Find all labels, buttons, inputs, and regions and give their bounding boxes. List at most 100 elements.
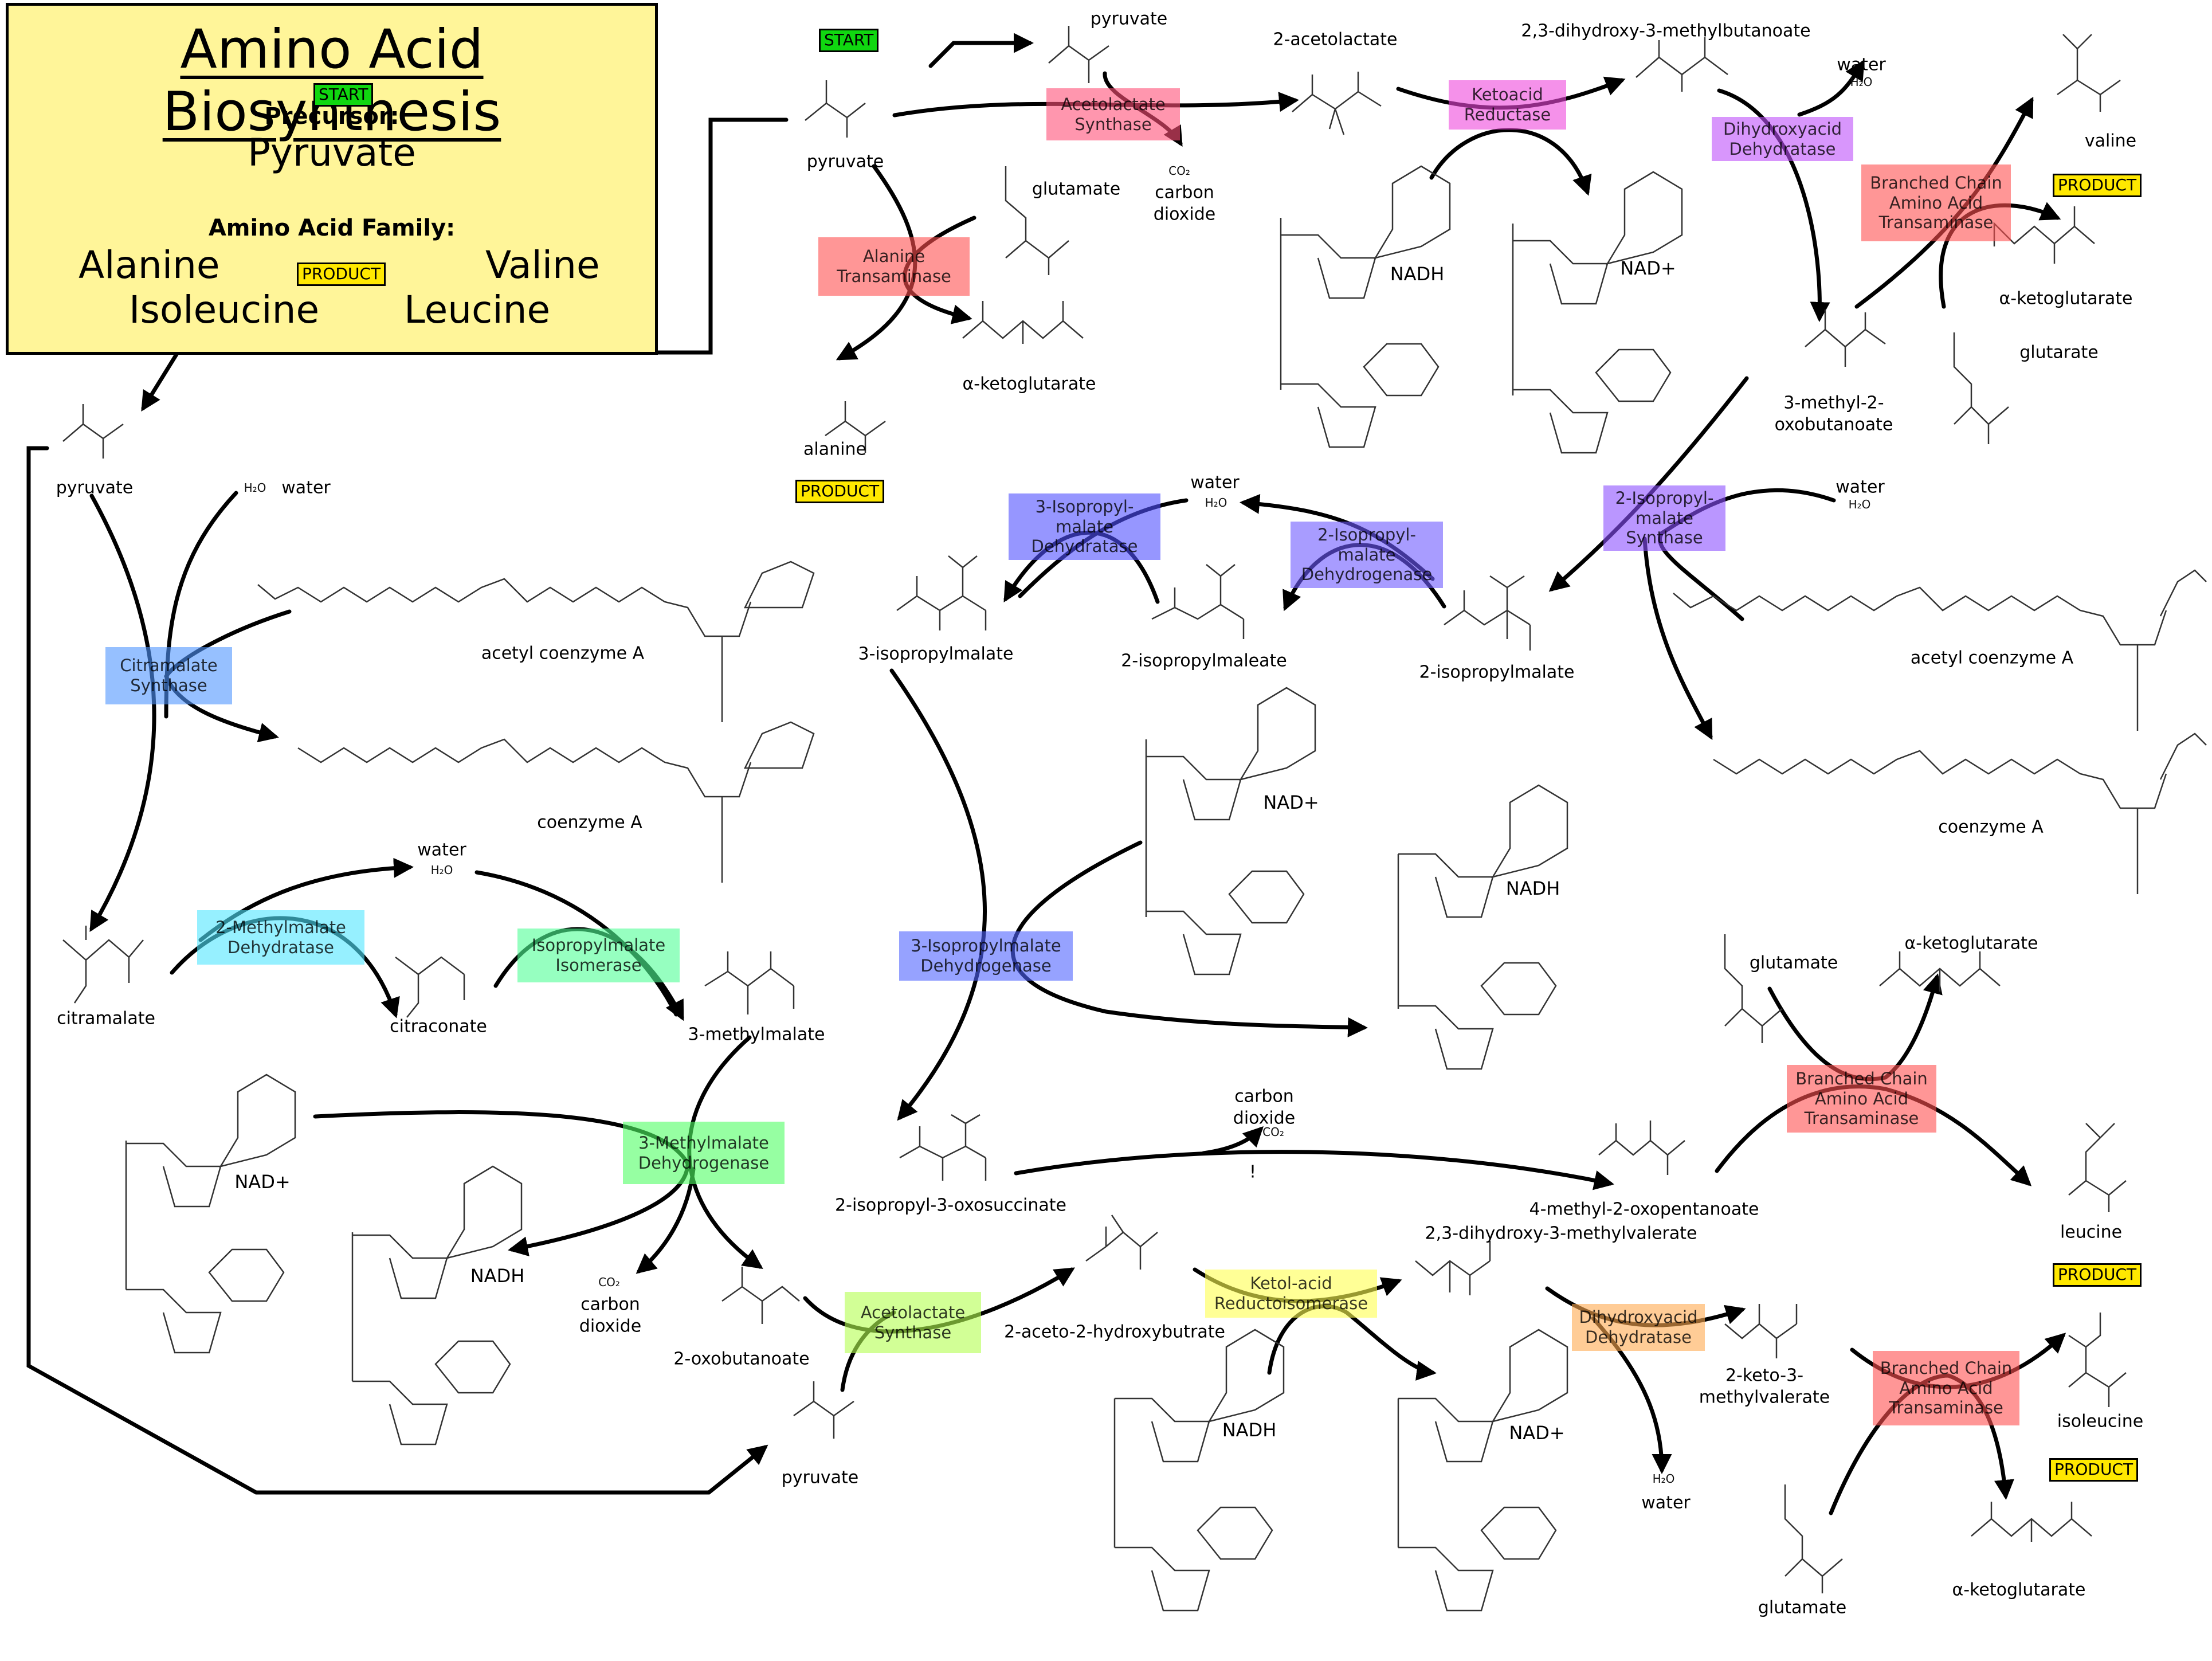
structure-akg-leucine: [1879, 951, 2001, 992]
formula-co2-top: CO₂: [1168, 164, 1190, 178]
product-badge-alanine: PRODUCT: [795, 480, 885, 503]
enzyme-acetolactate-synthase-bottom[interactable]: Acetolactate Synthase: [845, 1292, 981, 1353]
structure-isoleucine: [2068, 1313, 2127, 1407]
compound-pyruvate-left: pyruvate: [56, 477, 134, 498]
compound-carbon-dioxide-left: carbon dioxide: [579, 1294, 642, 1337]
enzyme-bcat-isoleucine[interactable]: Branched Chain Amino Acid Transaminase: [1873, 1351, 2019, 1425]
product-badge-leucine: PRODUCT: [2053, 1263, 2142, 1287]
arrow-oxosuccinate-co2: [1201, 1126, 1264, 1155]
enzyme-acetolactate-synthase-top[interactable]: Acetolactate Synthase: [1046, 88, 1180, 140]
compound-isoleucine: isoleucine: [2057, 1411, 2144, 1432]
structure-coa-right: [1713, 732, 2207, 894]
enzyme-2-methylmalate-dehydratase[interactable]: 2-Methylmalate Dehydratase: [197, 910, 364, 965]
formula-h2o-methylmalate: H₂O: [430, 863, 453, 877]
arrow-start-to-pyruvate: [928, 33, 1034, 68]
compound-citraconate: citraconate: [390, 1016, 487, 1037]
arrow-pyruvate-to-citramalate: [89, 493, 156, 933]
compound-alpha-kg-leucine: α-ketoglutarate: [1904, 933, 2038, 954]
structure-nad-top: [1512, 171, 1683, 454]
structure-nad-bottom: [1397, 1329, 1568, 1612]
enzyme-bcat-leucine[interactable]: Branched Chain Amino Acid Transaminase: [1787, 1065, 1936, 1133]
legend-family-isoleucine: Isoleucine: [129, 288, 320, 332]
enzyme-dihydroxyacid-dehydratase-top[interactable]: Dihydroxyacid Dehydratase: [1712, 117, 1853, 161]
enzyme-dihydroxyacid-dehydratase-bottom[interactable]: Dihydroxyacid Dehydratase: [1572, 1304, 1705, 1351]
connector-left-to-bottom-pyruvate: [26, 446, 768, 1495]
enzyme-ketoacid-reductase[interactable]: Ketoacid Reductase: [1449, 80, 1566, 130]
legend-family-valine: Valine: [485, 243, 600, 287]
compound-alanine: alanine: [803, 439, 866, 460]
arrow-dihydroxy-to-methyloxobutanoate: [1717, 88, 1830, 322]
enzyme-isopropylmalate-synthase[interactable]: 2-Isopropyl- malate Synthase: [1603, 485, 1725, 551]
compound-nad-top: NAD+: [1620, 257, 1676, 279]
compound-dihydroxy-methylvalerate: 2,3-dihydroxy-3-methylvalerate: [1425, 1223, 1697, 1244]
enzyme-3-methylmalate-dehydrogenase[interactable]: 3-Methylmalate Dehydrogenase: [623, 1122, 785, 1184]
compound-alpha-kg-alanine: α-ketoglutarate: [962, 374, 1096, 394]
legend-start-badge: START: [313, 83, 374, 107]
structure-three-isopropylmalate: [896, 555, 987, 630]
compound-citramalate: citramalate: [57, 1008, 155, 1029]
compound-water-isopropylmalate-synthase: water: [1836, 477, 1885, 497]
arrow-nadh-to-nad-top: [1429, 128, 1592, 196]
structure-nad-mid: [1145, 687, 1316, 976]
compound-nad-mid: NAD+: [1263, 792, 1319, 813]
enzyme-3-isopropylmalate-dehydrogenase[interactable]: 3-Isopropylmalate Dehydrogenase: [899, 931, 1073, 981]
compound-valine: valine: [2084, 131, 2137, 151]
compound-coa-right: coenzyme A: [1938, 817, 2044, 837]
compound-pyruvate-bottom: pyruvate: [781, 1467, 859, 1488]
compound-2-isopropylmaleate: 2-isopropylmaleate: [1121, 651, 1287, 671]
cofactor-structures: [125, 165, 2207, 1612]
structure-akg-isoleucine: [1971, 1502, 2092, 1542]
structure-nadh-bottom: [1113, 1329, 1285, 1612]
compound-3-methylmalate: 3-methylmalate: [688, 1024, 825, 1045]
structure-acetohydroxybutrate: [1085, 1215, 1158, 1270]
arrow-water-to-isomerase: [474, 870, 678, 1017]
formula-co2-mid: CO₂: [1262, 1125, 1284, 1139]
enzyme-ketol-acid-reductoisomerase[interactable]: Ketol-acid Reductoisomerase: [1205, 1270, 1377, 1318]
diagram-title: Amino Acid Biosynthesis: [162, 18, 501, 143]
compound-methyl-oxobutanoate: 3-methyl-2- oxobutanoate: [1774, 393, 1893, 435]
compound-nadh-top: NADH: [1390, 263, 1445, 285]
compound-coa-left: coenzyme A: [537, 812, 642, 833]
connector-title-to-left-pyruvate: [141, 117, 789, 412]
structure-glutamate-leucine: [1724, 934, 1783, 1043]
enzyme-2-isopropylmalate-dehydrogenase[interactable]: 2-Isopropyl- malate Dehydrogenase: [1291, 522, 1443, 588]
enzyme-alanine-transaminase[interactable]: Alanine Transaminase: [818, 237, 970, 296]
enzyme-isopropylmalate-isomerase[interactable]: Isopropylmalate Isomerase: [517, 929, 680, 982]
legend-family-alanine: Alanine: [79, 243, 220, 287]
compound-pyruvate-start: pyruvate: [806, 151, 884, 172]
enzyme-bcat-valine[interactable]: Branched Chain Amino Acid Transaminase: [1861, 164, 2011, 241]
structure-leucine: [2068, 1123, 2127, 1212]
structure-acetyl-coa-left: [257, 561, 815, 722]
compound-nad-left: NAD+: [234, 1171, 291, 1193]
legend-precursor-label: Precursor:: [264, 103, 399, 130]
compound-acetyl-coa-right: acetyl coenzyme A: [1910, 648, 2074, 668]
structure-methylmalate: [704, 951, 795, 1014]
structure-nadh-left: [351, 1165, 523, 1445]
formula-h2o-isoleucine: H₂O: [1652, 1472, 1675, 1486]
enzyme-citramalate-synthase[interactable]: Citramalate Synthase: [105, 647, 232, 704]
product-badge-isoleucine: PRODUCT: [2049, 1458, 2139, 1482]
product-badge-valine: PRODUCT: [2053, 174, 2142, 197]
arrow-methyloxobutanoate-to-isopropylmalate: [1548, 376, 1749, 592]
compound-pyruvate-top: pyruvate: [1090, 9, 1168, 29]
compound-alpha-kg-isoleucine: α-ketoglutarate: [1952, 1580, 2086, 1600]
compound-glutamate-isoleucine: glutamate: [1758, 1597, 1847, 1618]
compound-oxosuccinate: 2-isopropyl-3-oxosuccinate: [835, 1195, 1066, 1216]
arrow-oxosuccinate-to-oxopentanoate: [1014, 1150, 1614, 1190]
start-badge: START: [819, 29, 879, 52]
compound-methyl-oxopentanoate: 4-methyl-2-oxopentanoate: [1529, 1199, 1759, 1220]
compound-glutamate-alanine: glutamate: [1032, 179, 1121, 199]
structure-glutamate-alanine: [1005, 166, 1069, 275]
structure-glutarate: [1953, 332, 2009, 444]
structure-acetyl-coa-right: [1673, 569, 2207, 731]
structure-alanine: [825, 401, 886, 453]
compound-acetyl-coa-left: acetyl coenzyme A: [481, 643, 645, 664]
structure-two-isopropylmaleate: [1151, 564, 1245, 639]
formula-h2o-isopropylmalate-synthase: H₂O: [1848, 497, 1871, 511]
legend-family-leucine: Leucine: [404, 288, 551, 332]
structure-two-isopropylmalate: [1444, 575, 1531, 651]
enzyme-3-isopropylmalate-dehydratase[interactable]: 3-Isopropyl- malate Dehydratase: [1009, 493, 1160, 560]
exclamation-marker: !: [1249, 1162, 1257, 1182]
structure-coa-left: [297, 721, 815, 883]
structure-dihydroxyvalerate: [1415, 1241, 1491, 1295]
